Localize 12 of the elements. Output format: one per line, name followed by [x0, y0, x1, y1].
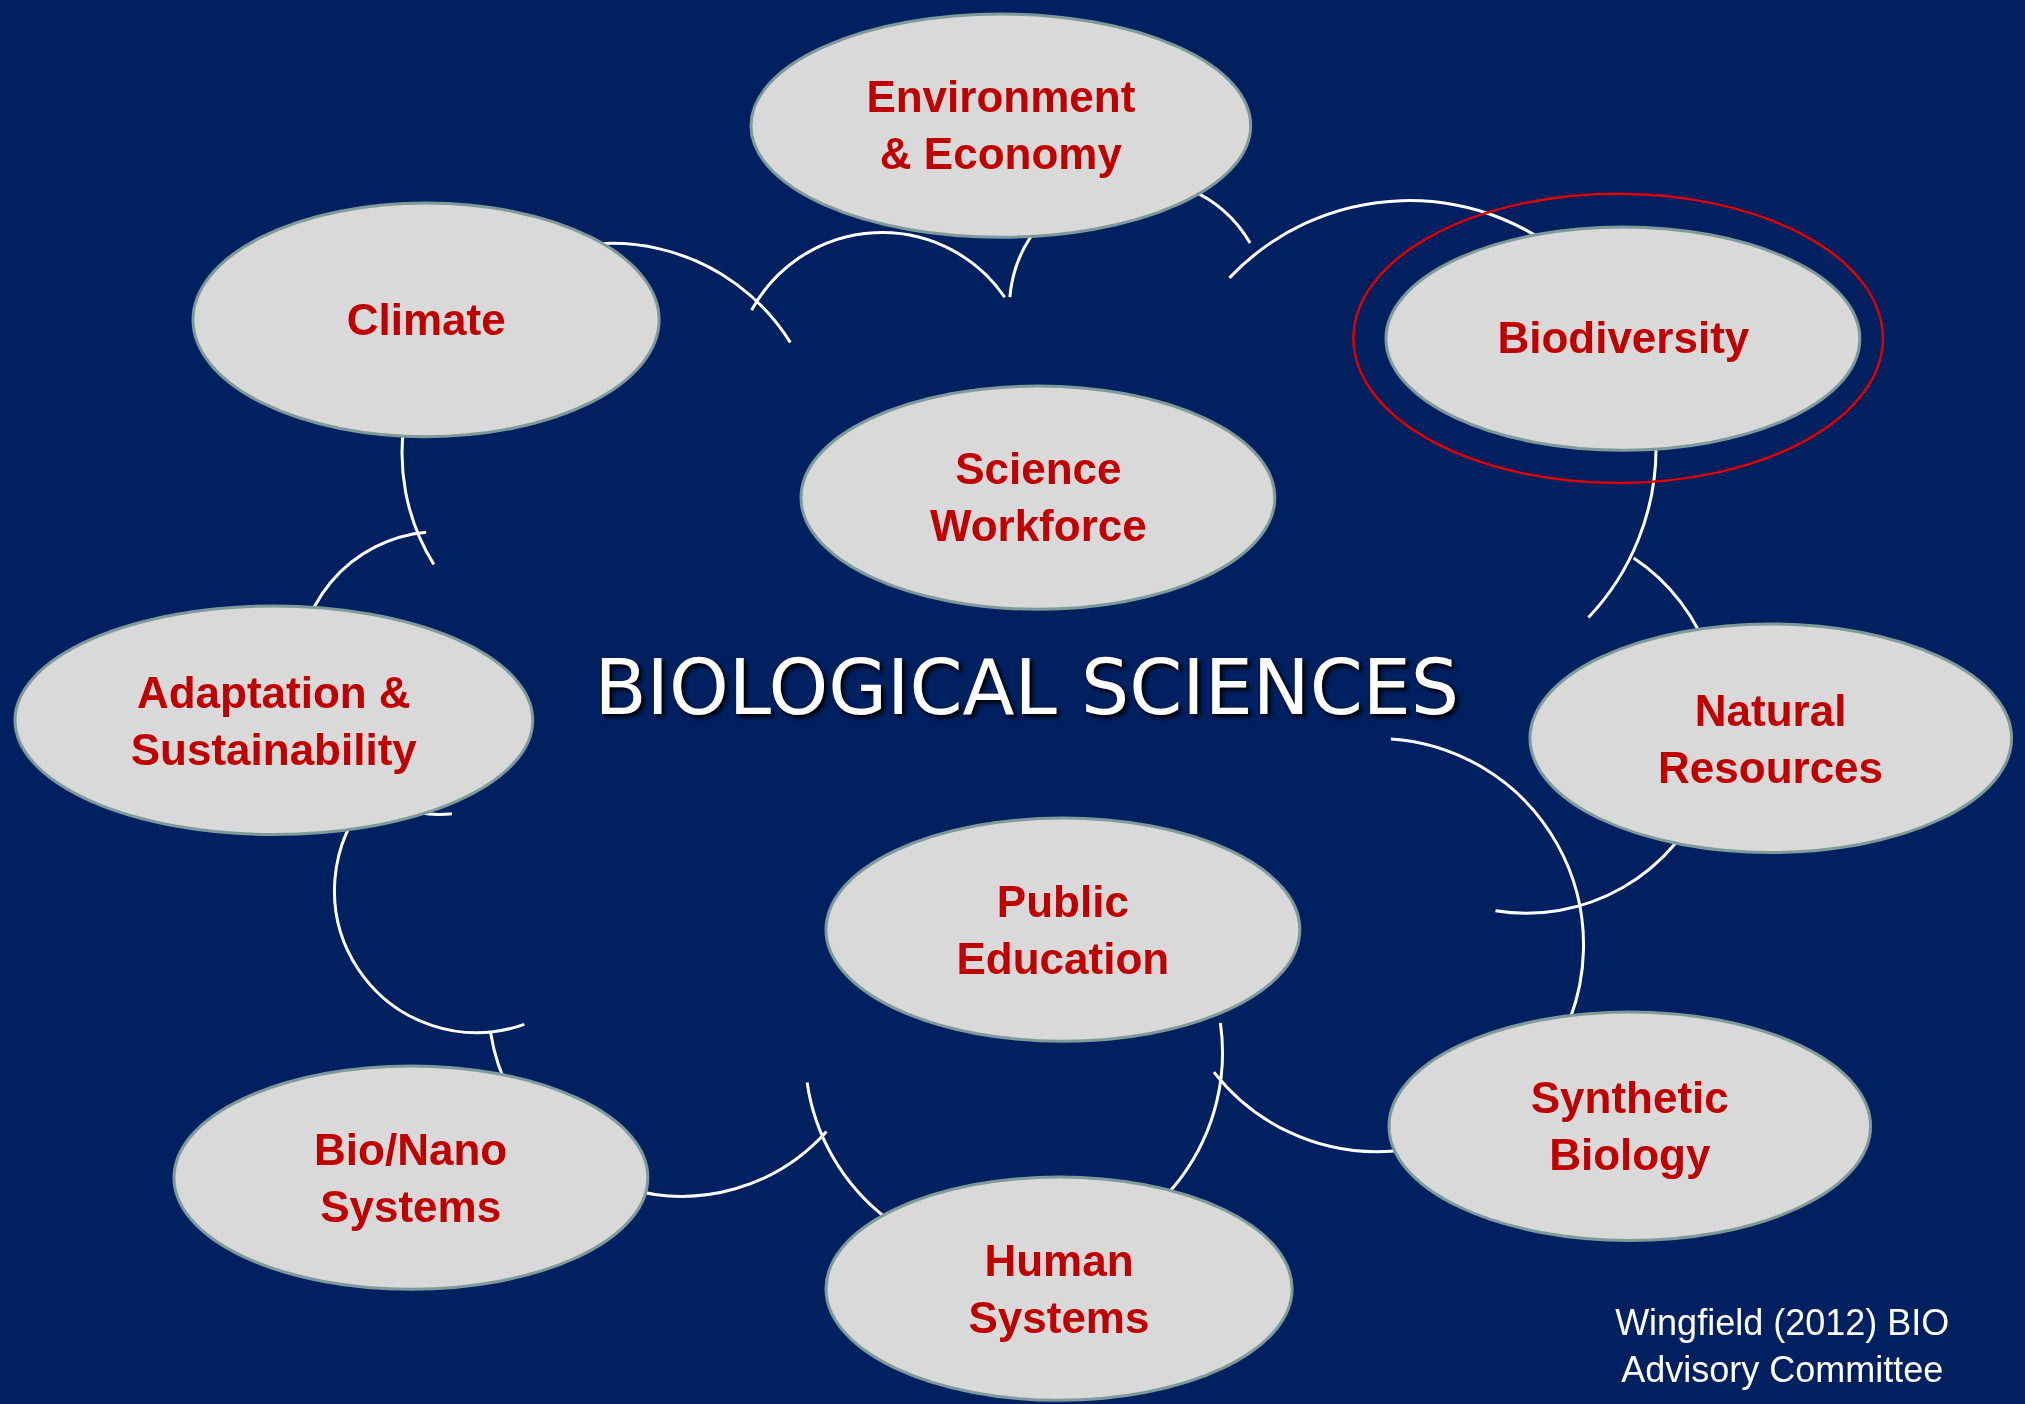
topic-label: Environment & Economy — [865, 71, 1137, 181]
topic-label: Bio/Nano Systems — [313, 1123, 509, 1233]
topic-label: Synthetic Biology — [1529, 1071, 1730, 1182]
cloud-title: BIOLOGICAL SCIENCES — [594, 642, 1459, 732]
topic-label: Adaptation & Sustainability — [129, 666, 418, 776]
topic-label: Climate — [345, 294, 507, 347]
topic-label: Science Workforce — [928, 443, 1148, 553]
topic-label: Public Education — [955, 875, 1171, 985]
topic-label: Biodiversity — [1496, 312, 1751, 365]
source-note: Wingfield (2012) BIO Advisory Committee — [1614, 1301, 1951, 1392]
topic-label: Natural Resources — [1657, 684, 1885, 794]
topic-label: Human Systems — [967, 1234, 1151, 1344]
